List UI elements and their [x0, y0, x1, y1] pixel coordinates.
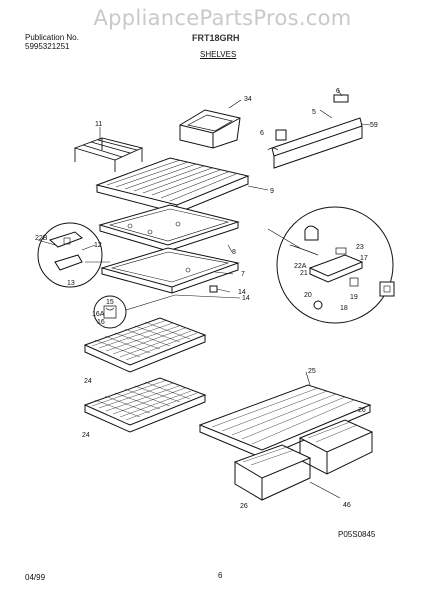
callout-19: 19 — [350, 294, 358, 301]
top-shelf-part — [95, 157, 269, 214]
callout-6: 6 — [260, 130, 264, 137]
callout-20: 20 — [304, 292, 312, 299]
callout-11: 11 — [95, 121, 102, 128]
callout-22B: 22B — [35, 235, 48, 242]
callout-14-b: 14 — [242, 295, 250, 302]
callout-17: 17 — [360, 255, 368, 262]
callout-16: 16 — [97, 319, 105, 326]
wire-rack-part — [73, 127, 144, 172]
callout-13: 13 — [67, 280, 75, 287]
light-assembly-detail-circle — [267, 206, 394, 324]
callout-22A: 22A — [294, 263, 307, 270]
publication-info: Publication No. 5995321251 — [25, 33, 79, 51]
footer-date: 04/99 — [25, 573, 46, 582]
callout-14-a: 14 — [238, 289, 246, 296]
callout-26-right: 26 — [358, 407, 366, 414]
callout-26-left: 26 — [240, 503, 248, 510]
crisper-drawers-part — [233, 419, 374, 501]
clip-detail-circle — [93, 294, 176, 329]
side-bracket-part — [379, 281, 395, 297]
callout-59: 59 — [370, 122, 378, 129]
page-number: 6 — [218, 571, 223, 580]
crisper-pan-part — [179, 99, 242, 149]
callout-5: 5 — [312, 109, 316, 116]
publication-number: 5995321251 — [25, 42, 70, 51]
callout-18: 18 — [340, 305, 348, 312]
callout-34: 34 — [244, 96, 252, 103]
callout-46: 46 — [343, 502, 351, 509]
shelf-rail-part — [267, 89, 371, 169]
callout-8: 8 — [232, 249, 236, 256]
lower-shelf-part — [100, 247, 240, 294]
callout-labels: 34 11 6 5 59 6 9 22B 12 8 7 13 14 14 15 … — [35, 88, 378, 510]
wire-shelf-upper-part — [83, 317, 207, 373]
diagram-code: P05S0845 — [338, 530, 376, 539]
callout-24-lower: 24 — [82, 432, 90, 439]
callout-6-top: 6 — [336, 88, 340, 95]
model-number: FRT18GRH — [192, 33, 240, 43]
callout-24-upper: 24 — [84, 378, 92, 385]
callout-9: 9 — [270, 188, 274, 195]
watermark: AppliancePartsPros.com — [93, 6, 352, 30]
crisper-cover-shelf-part — [198, 371, 372, 459]
wire-shelf-lower-part — [83, 377, 207, 433]
callout-21: 21 — [300, 270, 308, 277]
bracket-part — [174, 285, 241, 299]
callout-12: 12 — [94, 242, 102, 249]
section-title: SHELVES — [200, 50, 237, 59]
callout-23: 23 — [356, 244, 364, 251]
shelf-frame-part — [98, 204, 240, 253]
left-detail-circle — [37, 222, 110, 288]
callout-7: 7 — [241, 271, 245, 278]
callout-15: 15 — [106, 299, 114, 306]
callout-16A: 16A — [92, 311, 105, 318]
callout-25: 25 — [308, 368, 316, 375]
publication-label: Publication No. — [25, 33, 79, 42]
